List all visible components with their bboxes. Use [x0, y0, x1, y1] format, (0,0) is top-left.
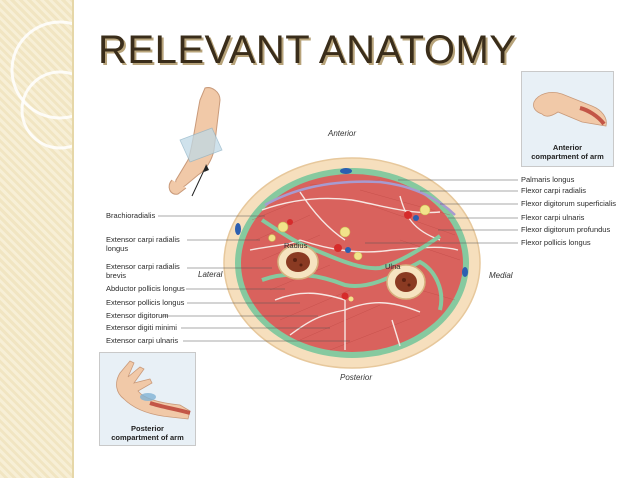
extended-hand-illustration: [116, 360, 191, 420]
label-palmaris-longus: Palmaris longus: [521, 175, 575, 184]
leader-lines-left: [158, 215, 350, 342]
neurovascular-bundles: [268, 204, 431, 302]
label-extensor-pollicis-longus: Extensor pollicis longus: [106, 298, 185, 307]
decorative-circles: [10, 20, 72, 150]
inset-anterior-subtitle: compartment of arm: [531, 151, 604, 161]
superficial-veins: [235, 168, 468, 277]
label-abductor-pollicis-longus: Abductor pollicis longus: [106, 284, 185, 293]
inset-posterior-title: Posterior: [131, 424, 164, 433]
label-flexor-carpi-radialis: Flexor carpi radialis: [521, 186, 587, 195]
label-flexor-digitorum-superficialis: Flexor digitorum superficialis: [521, 199, 617, 208]
label-flexor-carpi-ulnaris: Flexor carpi ulnaris: [521, 213, 585, 222]
decorative-side-band: [0, 0, 74, 478]
label-flexor-pollicis-longus: Flexor pollicis longus: [521, 238, 591, 247]
label-extensor-carpi-ulnaris: Extensor carpi ulnaris: [106, 336, 179, 345]
flexed-wrist-illustration: [533, 92, 607, 127]
leader-lines-right: [365, 179, 518, 244]
radius-bone: [277, 244, 319, 280]
slide-title: RELEVANT ANATOMY: [98, 28, 517, 72]
arm-section-illustration: [168, 87, 223, 197]
label-radius: Radius: [284, 241, 308, 250]
direction-medial: Medial: [489, 271, 513, 280]
forearm-cross-section-diagram: [158, 87, 518, 369]
label-ulna: Ulna: [385, 262, 401, 271]
label-extensor-carpi-radialis-brevis: Extensor carpi radialis brevis: [106, 262, 180, 280]
ulna-bone: [386, 264, 426, 300]
direction-posterior: Posterior: [340, 373, 373, 382]
label-extensor-digitorum: Extensor digitorum: [106, 311, 169, 320]
direction-anterior: Anterior: [328, 129, 357, 138]
interosseous-membrane: [260, 218, 442, 271]
direction-lateral: Lateral: [198, 270, 223, 279]
inset-anterior-title: Anterior: [552, 143, 583, 152]
label-flexor-digitorum-profundus: Flexor digitorum profundus: [521, 225, 611, 234]
inset-anterior-compartment: Anterior compartment of arm: [521, 71, 614, 167]
muscle-septa: [249, 191, 459, 350]
inset-posterior-subtitle: compartment of arm: [111, 432, 184, 442]
label-brachioradialis: Brachioradialis: [106, 211, 156, 220]
deep-fascia-line: [264, 180, 456, 216]
inset-posterior-compartment: Posterior compartment of arm: [99, 352, 196, 446]
label-extensor-carpi-radialis-longus: Extensor carpi radialis longus: [106, 235, 180, 253]
label-extensor-digiti-minimi: Extensor digiti minimi: [106, 323, 177, 332]
